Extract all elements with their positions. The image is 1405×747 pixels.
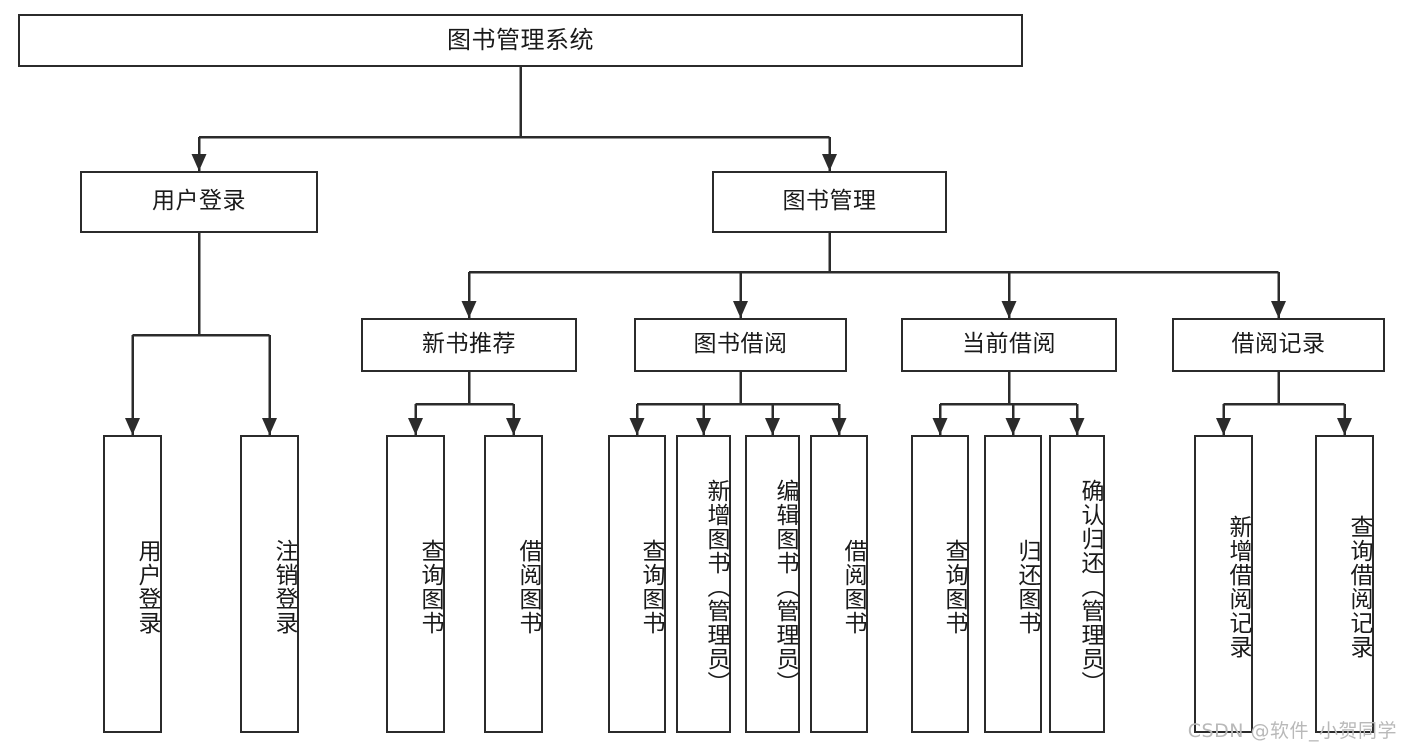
node-leaf-cur-query[interactable]: 查询图书 [911, 435, 969, 733]
node-label: 查询图书 [941, 539, 967, 635]
node-leaf-bb-add[interactable]: 新增图书（管理员） [676, 435, 731, 733]
arrowhead [1271, 301, 1286, 318]
node-leaf-cur-confirm[interactable]: 确认归还（管理员） [1049, 435, 1105, 733]
node-l3-new-book[interactable]: 新书推荐 [361, 318, 577, 372]
node-label: 用户登录 [134, 539, 160, 635]
arrowhead [822, 154, 837, 171]
node-leaf-user-login[interactable]: 用户登录 [103, 435, 162, 733]
node-label: 查询图书 [638, 539, 664, 635]
node-label: 新增借阅记录 [1225, 515, 1251, 659]
node-l3-borrow[interactable]: 图书借阅 [634, 318, 847, 372]
arrowhead [408, 418, 423, 435]
node-label: 新增图书（管理员） [703, 479, 729, 695]
arrowhead [733, 301, 748, 318]
node-leaf-nb-query[interactable]: 查询图书 [386, 435, 445, 733]
arrowhead [696, 418, 711, 435]
arrowhead [1337, 418, 1352, 435]
arrowhead [932, 418, 948, 435]
node-root[interactable]: 图书管理系统 [18, 14, 1023, 67]
node-label: 查询图书 [417, 539, 443, 635]
arrowhead [1216, 418, 1231, 435]
arrowhead [125, 418, 140, 435]
node-label: 图书管理 [782, 188, 877, 215]
node-leaf-nb-borrow[interactable]: 借阅图书 [484, 435, 543, 733]
node-label: 借阅图书 [515, 539, 541, 635]
arrowhead [506, 418, 521, 435]
node-leaf-rec-add[interactable]: 新增借阅记录 [1194, 435, 1253, 733]
node-label: 图书管理系统 [447, 26, 594, 55]
arrowhead [765, 418, 780, 435]
arrowhead [1005, 418, 1021, 435]
node-label: 注销登录 [271, 539, 297, 635]
node-label: 查询借阅记录 [1346, 515, 1372, 659]
node-leaf-cur-return[interactable]: 归还图书 [984, 435, 1042, 733]
arrowhead [629, 418, 645, 435]
node-l2-book-mgmt[interactable]: 图书管理 [712, 171, 947, 233]
node-l2-user-login[interactable]: 用户登录 [80, 171, 318, 233]
node-l3-current[interactable]: 当前借阅 [901, 318, 1117, 372]
node-leaf-bb-edit[interactable]: 编辑图书（管理员） [745, 435, 800, 733]
node-label: 当前借阅 [962, 331, 1056, 358]
node-label: 用户登录 [152, 188, 246, 215]
watermark: CSDN @软件_小贺同学 [1187, 720, 1397, 742]
node-label: 归还图书 [1014, 539, 1040, 635]
node-label: 确认归还（管理员） [1077, 479, 1103, 695]
arrowhead [461, 301, 477, 318]
node-l3-record[interactable]: 借阅记录 [1172, 318, 1385, 372]
node-leaf-bb-borrow[interactable]: 借阅图书 [810, 435, 868, 733]
node-label: 借阅图书 [840, 539, 866, 635]
node-label: 图书借阅 [693, 331, 788, 358]
node-leaf-rec-query[interactable]: 查询借阅记录 [1315, 435, 1374, 733]
arrowhead [262, 418, 277, 435]
arrowhead [191, 154, 207, 171]
arrowhead [831, 418, 847, 435]
node-label: 新书推荐 [422, 331, 516, 358]
arrowhead [1069, 418, 1085, 435]
arrowhead [1001, 301, 1017, 318]
node-label: 借阅记录 [1231, 331, 1326, 358]
node-leaf-bb-query[interactable]: 查询图书 [608, 435, 666, 733]
node-leaf-user-logout[interactable]: 注销登录 [240, 435, 299, 733]
node-label: 编辑图书（管理员） [772, 479, 798, 695]
